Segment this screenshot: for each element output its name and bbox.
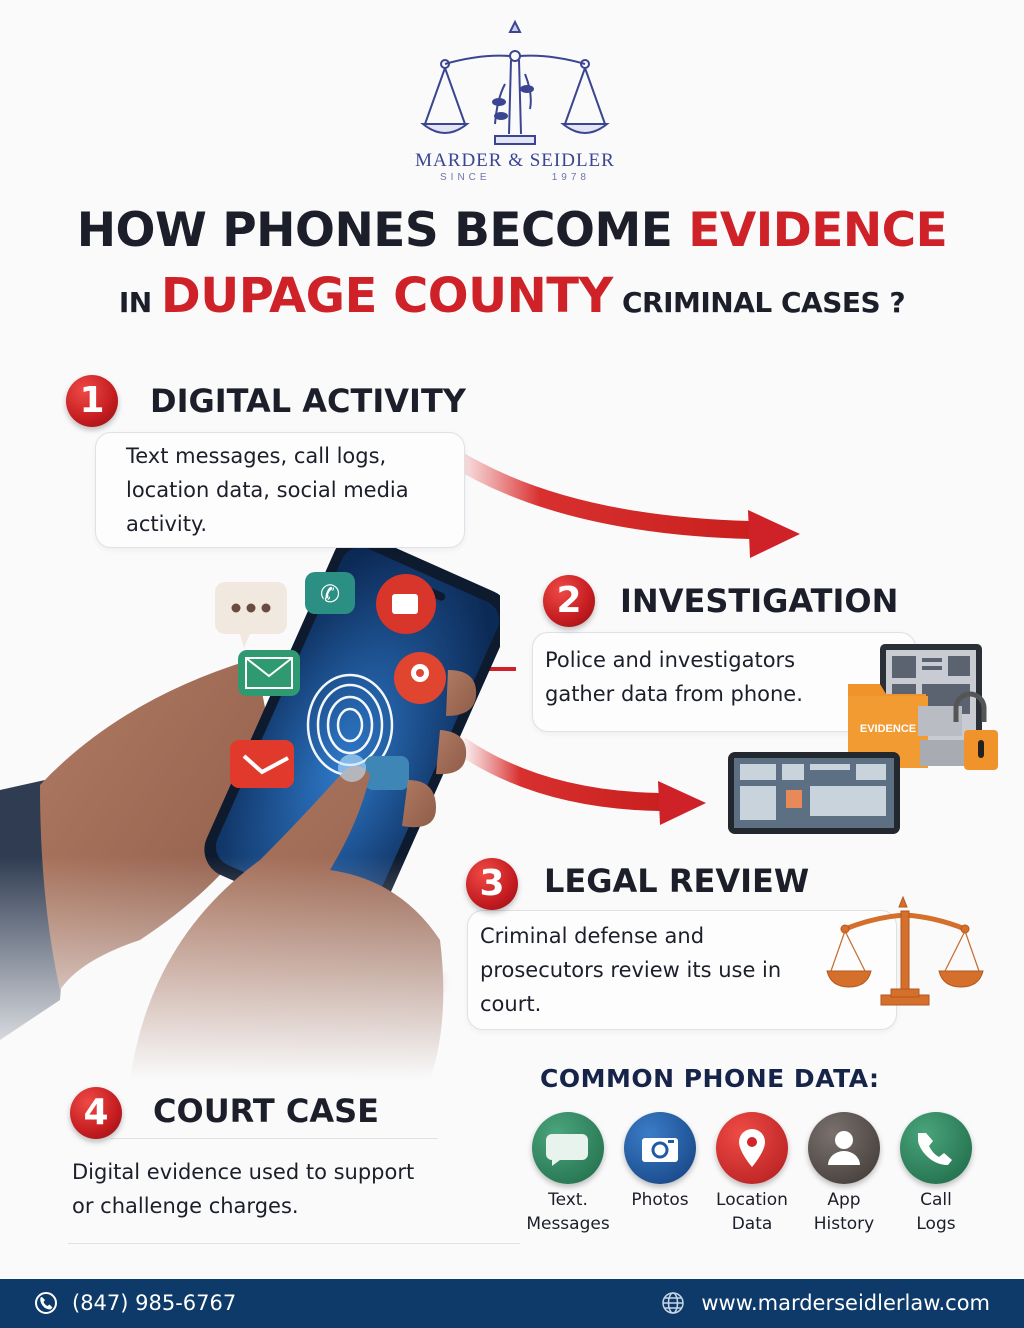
step-2-badge: 2	[543, 575, 595, 627]
phone-icon	[35, 1292, 57, 1314]
globe-icon	[662, 1292, 685, 1314]
padlock-icon	[953, 691, 987, 722]
step-1-card	[95, 432, 465, 548]
desc-line: Text messages, call logs,	[126, 444, 387, 468]
footer-phone-link[interactable]: (847) 985-6767	[34, 1291, 236, 1315]
step-4-description: Digital evidence used to support or chal…	[72, 1155, 414, 1223]
desc-line: prosecutors review its use in	[480, 958, 782, 982]
step-2-title: INVESTIGATION	[620, 582, 899, 620]
item-label: Logs	[916, 1214, 956, 1234]
step-2-description: Police and investigators gather data fro…	[545, 643, 803, 711]
title-in: IN	[118, 286, 161, 319]
connector-dash	[484, 667, 516, 671]
desc-line: activity.	[126, 512, 208, 536]
desc-line: Police and investigators	[545, 648, 796, 672]
title-prefix: HOW PHONES BECOME	[76, 203, 689, 258]
item-label: App	[827, 1190, 861, 1210]
step-3-description: Criminal defense and prosecutors review …	[480, 919, 781, 1021]
page-title-line1: HOW PHONES BECOME EVIDENCE	[0, 203, 1024, 258]
since-label: SINCE	[440, 172, 491, 183]
since-year: 1978	[551, 172, 590, 183]
item-label: Data	[731, 1214, 773, 1234]
item-label: Photos	[631, 1190, 689, 1210]
step-4-badge: 4	[70, 1087, 122, 1139]
footer-website: www.marderseidlerlaw.com	[701, 1291, 990, 1315]
footer-bar: (847) 985-6767 www.marderseidlerlaw.com	[0, 1279, 1024, 1328]
step-1-badge: 1	[66, 375, 118, 427]
arrow-to-investigation-icon	[445, 447, 800, 558]
step-1-title: DIGITAL ACTIVITY	[150, 382, 466, 420]
scales-of-justice-icon	[826, 895, 984, 1006]
common-data-text-messages: Text. Messages	[522, 1112, 614, 1236]
firm-logo: MARDER & SEIDLER SINCE 1978	[405, 14, 625, 194]
step-3-badge: 3	[466, 858, 518, 910]
step-1-description: Text messages, call logs, location data,…	[126, 439, 409, 541]
item-label: Text.	[548, 1190, 588, 1210]
user-icon	[808, 1112, 880, 1184]
page-title-line2: IN DUPAGE COUNTY CRIMINAL CASES ?	[0, 268, 1024, 324]
phone-icon	[900, 1112, 972, 1184]
chat-bubble-icon	[532, 1112, 604, 1184]
item-label: History	[813, 1214, 875, 1234]
item-label: Messages	[526, 1214, 610, 1234]
step-4-divider-top	[110, 1138, 438, 1139]
step-3-title: LEGAL REVIEW	[544, 862, 810, 900]
step-4-title: COURT CASE	[153, 1092, 379, 1130]
step-3-card	[467, 910, 897, 1030]
desc-line: court.	[480, 992, 542, 1016]
firm-since: SINCE 1978	[440, 172, 590, 183]
desc-line: gather data from phone.	[545, 682, 803, 706]
map-pin-icon	[716, 1112, 788, 1184]
title-highlight-evidence: EVIDENCE	[688, 203, 948, 258]
step-4-divider-bottom	[68, 1243, 520, 1244]
title-suffix: CRIMINAL CASES ?	[612, 286, 906, 319]
evidence-illustration: EVIDENCE	[728, 644, 998, 834]
footer-phone: (847) 985-6767	[72, 1291, 237, 1315]
item-label: Location	[716, 1190, 788, 1210]
desc-line: Digital evidence used to support	[72, 1160, 415, 1184]
title-highlight-county: DUPAGE COUNTY	[160, 268, 613, 324]
firm-name: MARDER & SEIDLER	[415, 150, 615, 171]
footer-website-link[interactable]: www.marderseidlerlaw.com	[661, 1291, 990, 1315]
evidence-folder-label: EVIDENCE	[860, 723, 916, 735]
desc-line: or challenge charges.	[72, 1194, 299, 1218]
common-data-title: COMMON PHONE DATA:	[540, 1064, 880, 1093]
scales-of-justice-icon	[420, 19, 610, 145]
hand-holding-phone-illustration: ✆	[0, 520, 500, 1080]
desc-line: Criminal defense and	[480, 924, 705, 948]
item-label: Call	[920, 1190, 952, 1210]
desc-line: location data, social media	[126, 478, 409, 502]
common-data-photos: Photos	[614, 1112, 706, 1236]
camera-icon	[624, 1112, 696, 1184]
